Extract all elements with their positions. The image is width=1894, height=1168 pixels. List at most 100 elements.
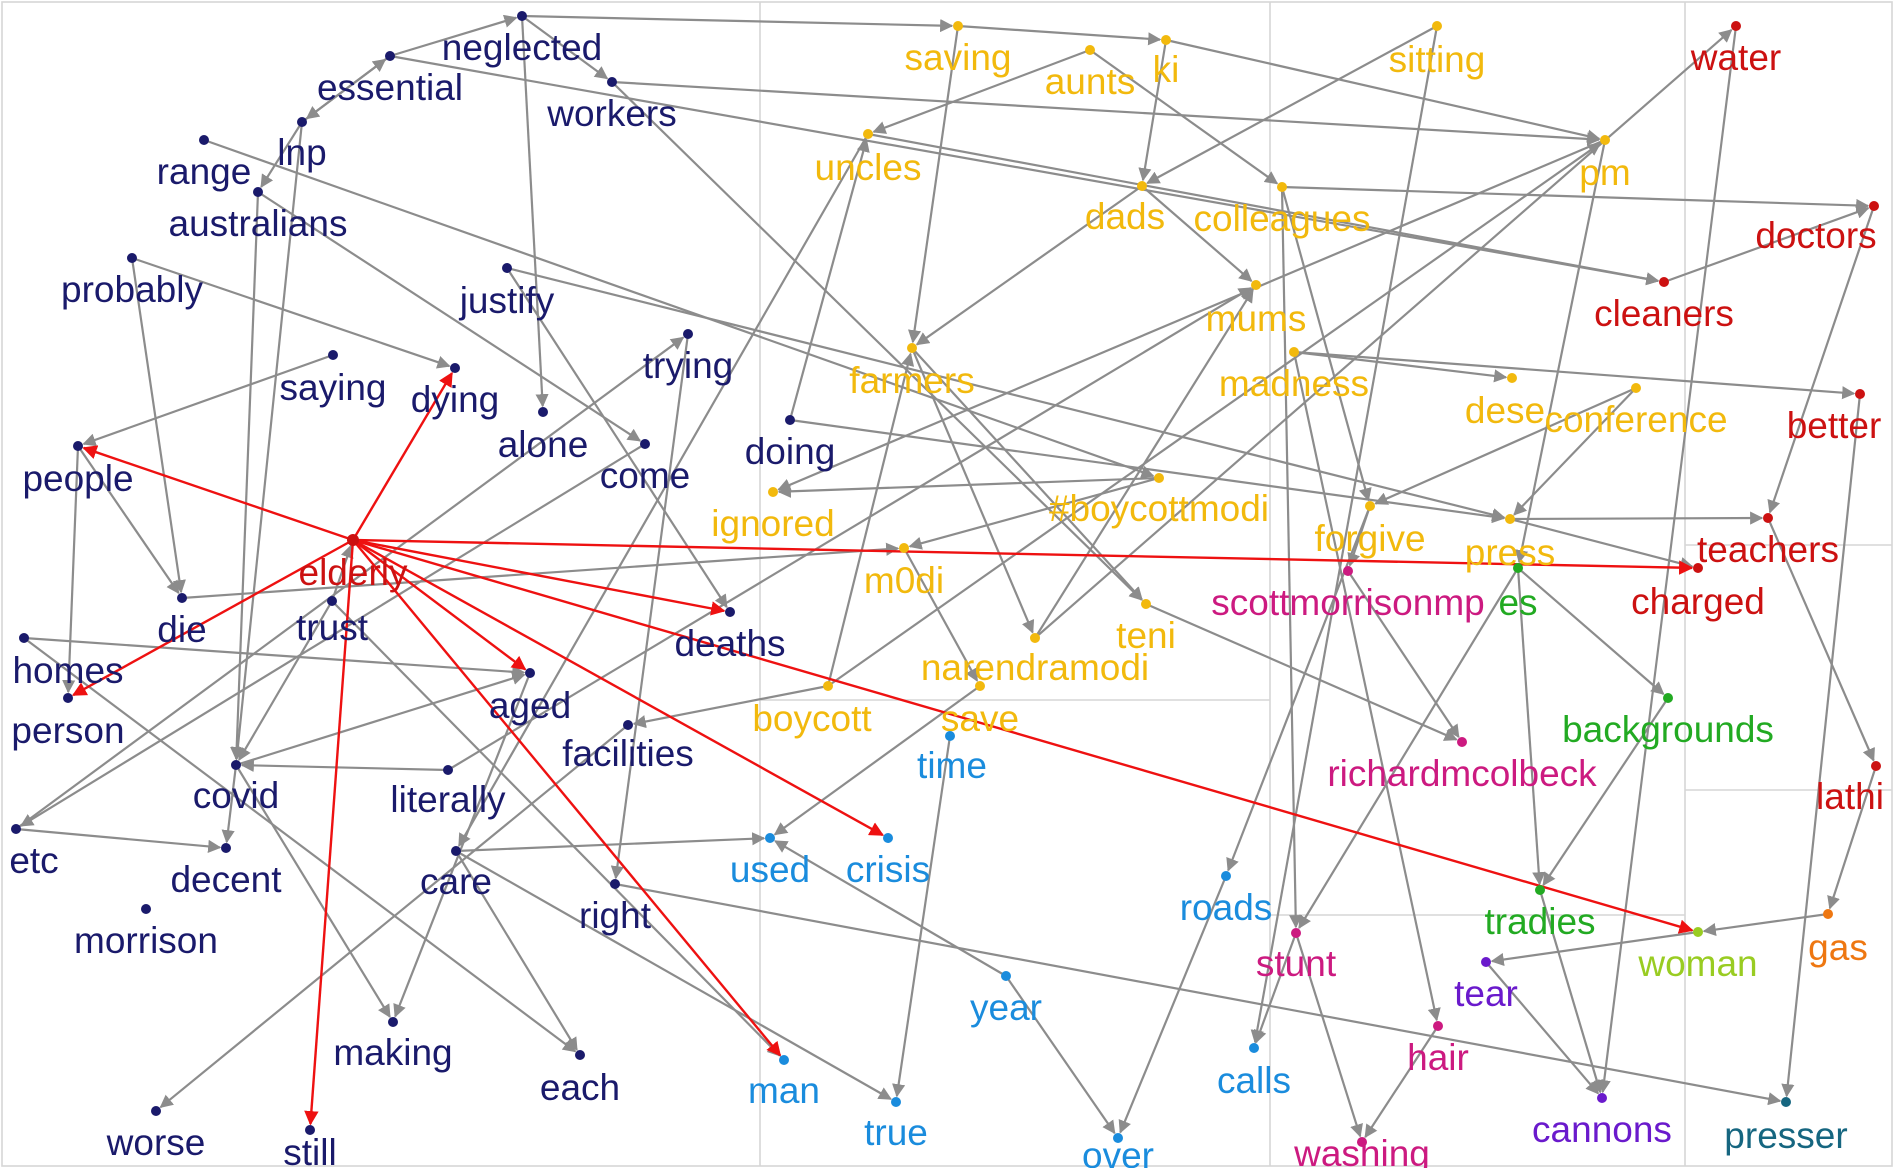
node-dot xyxy=(19,633,29,643)
node-label: teni xyxy=(1116,615,1176,656)
edge-trying-to-right xyxy=(610,333,690,880)
node-label: still xyxy=(283,1132,336,1168)
node-time: time xyxy=(917,731,987,786)
edge-boycott-to-facilities xyxy=(632,684,829,729)
node-dot xyxy=(785,415,795,425)
node-doctors: doctors xyxy=(1755,201,1879,256)
node-label: presser xyxy=(1724,1115,1847,1156)
node-dot xyxy=(451,846,461,856)
node-aunts: aunts xyxy=(1045,45,1136,102)
edge-es-to-stunt xyxy=(1298,567,1519,930)
edge-stunt-to-calls xyxy=(1253,932,1298,1044)
node-saying: saying xyxy=(280,350,386,408)
node-label: true xyxy=(864,1112,928,1153)
edge-workers-to-teni xyxy=(611,81,1143,601)
node-label: boycott xyxy=(752,698,872,739)
edge-ki-to-pm xyxy=(1165,38,1601,143)
node-dot xyxy=(385,51,395,61)
node-covid: covid xyxy=(193,760,279,816)
node-probably: probably xyxy=(61,253,203,310)
edge-madness-to-hair xyxy=(1292,351,1441,1022)
node-right: right xyxy=(579,879,652,936)
node-label: each xyxy=(540,1067,620,1108)
node-label: charged xyxy=(1631,581,1765,622)
edge-backgrounds-to-tradies xyxy=(1542,697,1669,887)
node-dot xyxy=(725,607,735,617)
edge-essential-to-cleaners xyxy=(389,54,1660,286)
node-hair: hair xyxy=(1407,1021,1469,1078)
node-dot xyxy=(538,407,548,417)
edge-tear-to-cannons xyxy=(1485,961,1599,1095)
gray-edges xyxy=(15,14,1878,1139)
edge-lnp-to-australians xyxy=(260,121,303,189)
node-label: alone xyxy=(498,424,589,465)
edge-homes-to-each xyxy=(23,637,577,1053)
highlight-edge-elderly-to-man xyxy=(352,539,782,1057)
node-richardmcolbeck: richardmcolbeck xyxy=(1327,737,1597,794)
node-label: trying xyxy=(643,345,733,386)
node-label: deaths xyxy=(674,623,785,664)
node-label: worse xyxy=(106,1122,206,1163)
node-label: time xyxy=(917,745,987,786)
edge-teachers-to-lathi xyxy=(1766,517,1875,762)
node-dot xyxy=(305,1125,315,1135)
node-saving: saving xyxy=(905,21,1011,78)
node-dot xyxy=(450,363,460,373)
node-dot xyxy=(1693,927,1703,937)
node-lnp: lnp xyxy=(277,117,327,173)
edge-lathi-to-gas xyxy=(1827,765,1878,910)
node-save: save xyxy=(941,681,1019,739)
node-better: better xyxy=(1787,389,1881,446)
node-dot xyxy=(127,253,137,263)
node-label: forgive xyxy=(1314,518,1425,559)
node-label: aged xyxy=(489,685,571,726)
edge-doctors-to-teachers xyxy=(1767,205,1876,514)
edge-tradies-to-cannons xyxy=(1538,889,1604,1094)
edge-right-to-presser xyxy=(614,882,1782,1106)
node-dot xyxy=(768,487,778,497)
node-charged: charged xyxy=(1631,563,1765,622)
node-presser: presser xyxy=(1724,1097,1848,1156)
node-decent: decent xyxy=(170,843,282,900)
node-label: pm xyxy=(1579,152,1630,193)
node-dot xyxy=(1855,389,1865,399)
edge-facilities-to-worse xyxy=(159,724,629,1109)
node-dot xyxy=(1432,21,1442,31)
node-dese: dese xyxy=(1465,373,1545,431)
node-label: calls xyxy=(1217,1060,1291,1101)
edge-boycottmodi-to-m0di xyxy=(908,476,1160,550)
edge-press-to-teachers xyxy=(1509,511,1764,525)
node-woman: woman xyxy=(1637,927,1758,984)
node-water: water xyxy=(1690,21,1781,78)
highlight-edge-elderly-to-deaths xyxy=(352,538,726,616)
edge-sitting-to-calls xyxy=(1250,25,1439,1044)
node-label: dads xyxy=(1085,196,1165,237)
node-dot xyxy=(253,187,263,197)
node-dot xyxy=(1871,761,1881,771)
node-label: #boycottmodi xyxy=(1049,488,1269,529)
node-dot xyxy=(863,129,873,139)
node-label: facilities xyxy=(562,733,694,774)
node-dot xyxy=(891,1097,901,1107)
node-dot xyxy=(199,135,209,145)
node-dot xyxy=(575,1050,585,1060)
node-dot xyxy=(1221,871,1231,881)
node-narendramodi: narendramodi xyxy=(921,633,1149,688)
node-dot xyxy=(328,350,338,360)
edge-people-to-die xyxy=(77,445,180,595)
node-boycott: boycott xyxy=(752,681,872,739)
node-workers: workers xyxy=(546,77,677,134)
edge-roads-to-over xyxy=(1118,875,1228,1134)
node-label: aunts xyxy=(1045,61,1136,102)
node-worse: worse xyxy=(106,1106,206,1163)
edge-stunt-to-washing xyxy=(1294,932,1363,1138)
node-label: die xyxy=(157,609,206,650)
node-dot xyxy=(883,833,893,843)
node-label: press xyxy=(1465,532,1555,573)
node-label: tradies xyxy=(1484,901,1595,942)
edge-trust-to-covid xyxy=(238,600,333,761)
node-dot xyxy=(683,329,693,339)
node-label: used xyxy=(730,849,810,890)
highlight-edge-elderly-to-person xyxy=(71,538,354,697)
node-dot xyxy=(502,263,512,273)
